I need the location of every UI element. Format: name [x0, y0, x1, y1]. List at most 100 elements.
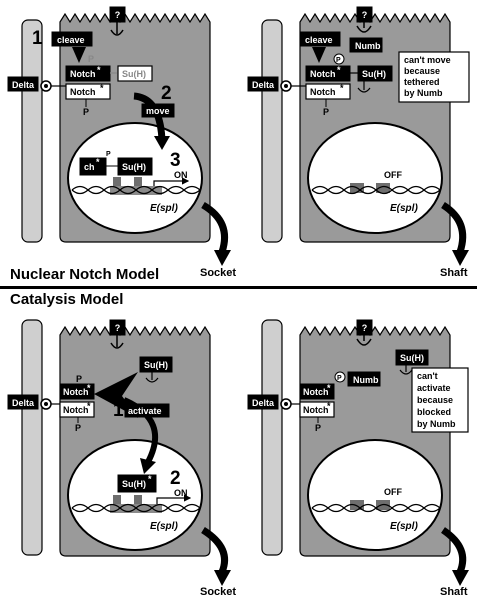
svg-text:Notch: Notch — [63, 405, 89, 415]
question-mark-box-icon: ? — [356, 6, 373, 23]
svg-text:Su(H): Su(H) — [144, 360, 168, 370]
svg-text:P: P — [106, 151, 111, 158]
svg-text:Socket: Socket — [200, 586, 236, 598]
svg-text:because: because — [417, 395, 453, 405]
question-mark-box-icon: ? — [109, 319, 126, 336]
blocked-note: can't activate because blocked by Numb — [411, 367, 469, 433]
svg-text:activate: activate — [128, 406, 162, 416]
tethered-note: can't move because tethered by Numb — [398, 51, 470, 103]
svg-text:?: ? — [115, 10, 121, 20]
suh-box — [139, 356, 173, 373]
svg-text:Notch: Notch — [310, 87, 336, 97]
svg-text:ON: ON — [174, 170, 188, 180]
svg-text:by Numb: by Numb — [404, 88, 443, 98]
dna-box-mid — [134, 177, 142, 187]
svg-text:E(spl): E(spl) — [390, 203, 418, 214]
svg-text:P: P — [83, 107, 89, 117]
svg-text:P: P — [75, 423, 81, 433]
nucleus — [307, 439, 443, 551]
panel-bottom-left: ? Su(H) Delta Notch * P Notch * P 1 acti… — [7, 319, 236, 598]
question-mark-box-icon: ? — [109, 6, 126, 23]
svg-text:because: because — [404, 66, 440, 76]
svg-text:OFF: OFF — [384, 487, 402, 497]
svg-text:E(spl): E(spl) — [390, 521, 418, 532]
svg-text:*: * — [340, 83, 344, 93]
svg-text:Notch: Notch — [70, 69, 96, 79]
svg-text:*: * — [96, 157, 100, 167]
delta-label — [7, 76, 39, 92]
svg-text:Su(H): Su(H) — [122, 69, 146, 79]
section-divider — [0, 286, 477, 289]
svg-text:cleave: cleave — [305, 35, 333, 45]
svg-text:Numb: Numb — [355, 41, 381, 51]
neighbor-cell — [261, 319, 283, 556]
notch-membrane-box — [65, 83, 111, 100]
panel-bottom-right: ? Numb P Su(H) Delta Notch * Notch * P c… — [247, 319, 469, 598]
svg-text:E(spl): E(spl) — [150, 203, 178, 214]
svg-text:Notch: Notch — [310, 69, 336, 79]
panel-top-left: ? Delta 1 cleave Notch * P Su(H) Notch *… — [7, 6, 236, 279]
svg-text:P: P — [76, 374, 82, 384]
svg-text:Su(H): Su(H) — [122, 479, 146, 489]
svg-text:2: 2 — [170, 468, 181, 489]
transcription-arrow — [153, 177, 190, 186]
svg-text:Delta: Delta — [12, 80, 35, 90]
svg-text:can't move: can't move — [404, 55, 451, 65]
neighbor-cell — [21, 19, 43, 243]
svg-text:?: ? — [362, 10, 368, 20]
svg-text:*: * — [87, 401, 91, 411]
svg-text:*: * — [327, 383, 331, 393]
nucleus — [307, 122, 443, 234]
svg-text:P: P — [336, 57, 341, 64]
svg-text:can't: can't — [417, 371, 438, 381]
svg-text:ch: ch — [84, 162, 95, 172]
svg-text:*: * — [337, 65, 341, 75]
svg-text:1: 1 — [32, 28, 43, 49]
svg-text:Delta: Delta — [12, 398, 35, 408]
svg-text:P: P — [88, 54, 94, 64]
svg-text:*: * — [327, 401, 331, 411]
svg-text:activate: activate — [417, 383, 451, 393]
svg-text:cleave: cleave — [57, 35, 85, 45]
cleave-arrow — [72, 47, 86, 63]
svg-text:OFF: OFF — [384, 170, 402, 180]
svg-text:Notch: Notch — [70, 87, 96, 97]
svg-text:move: move — [146, 106, 170, 116]
svg-text:Notch: Notch — [303, 387, 329, 397]
svg-text:Su(H): Su(H) — [362, 69, 386, 79]
svg-text:Socket: Socket — [200, 267, 236, 279]
svg-text:E(spl): E(spl) — [150, 521, 178, 532]
section-title-bottom: Catalysis Model — [10, 291, 123, 308]
svg-text:*: * — [100, 83, 104, 93]
svg-text:by Numb: by Numb — [417, 419, 456, 429]
svg-text:*: * — [148, 474, 152, 484]
svg-text:Su(H): Su(H) — [122, 162, 146, 172]
svg-text:1: 1 — [113, 400, 124, 421]
svg-text:Shaft: Shaft — [440, 267, 468, 279]
panel-top-right: ? Numb P cleave Delta Notch * Su(H) Notc… — [247, 6, 470, 279]
neighbor-cell — [21, 319, 43, 556]
svg-text:blocked: blocked — [417, 407, 451, 417]
svg-text:Numb: Numb — [353, 375, 379, 385]
section-title-top: Nuclear Notch Model — [10, 266, 159, 283]
svg-text:ON: ON — [174, 488, 188, 498]
svg-text:*: * — [97, 65, 101, 75]
svg-text:?: ? — [115, 323, 121, 333]
svg-text:Shaft: Shaft — [440, 586, 468, 598]
svg-text:3: 3 — [170, 150, 181, 171]
question-mark-box-icon: ? — [356, 319, 373, 336]
fate-curved-arrow-icon — [201, 201, 229, 254]
suh-nuclear-box — [117, 157, 153, 176]
receptor-fork-icon — [110, 22, 124, 36]
svg-text:tethered: tethered — [404, 77, 440, 87]
svg-text:Delta: Delta — [252, 398, 275, 408]
dna-box-left — [113, 177, 121, 187]
svg-text:Notch: Notch — [63, 387, 89, 397]
suh-box-faded — [117, 65, 153, 82]
svg-text:P: P — [323, 107, 329, 117]
svg-text:P: P — [337, 375, 342, 382]
numb-box — [349, 37, 383, 53]
svg-text:2: 2 — [161, 83, 172, 104]
svg-text:?: ? — [362, 323, 368, 333]
